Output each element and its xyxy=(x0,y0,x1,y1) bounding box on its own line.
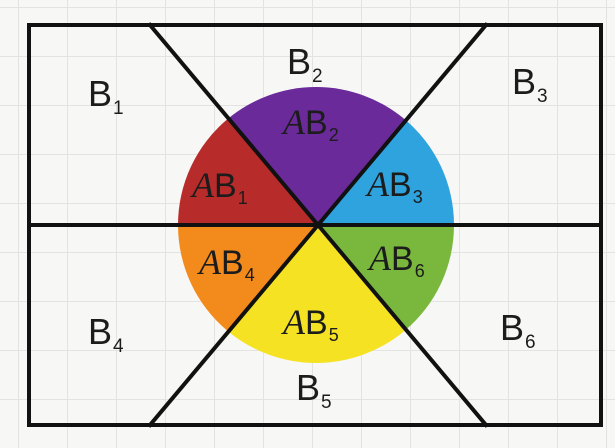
sector-ab2 xyxy=(227,87,405,225)
sector-label-ab6: AB6 xyxy=(367,238,425,281)
region-label-b6: B6 xyxy=(500,307,536,353)
event-a-circle xyxy=(178,87,454,363)
region-labels: B1 B2 B3 B4 B5 B6 xyxy=(88,41,548,413)
sector-label-ab3: AB3 xyxy=(365,164,423,207)
region-label-b2: B2 xyxy=(287,41,323,87)
partition-lines xyxy=(27,22,603,428)
sector-ab6 xyxy=(316,225,454,331)
region-label-b3: B3 xyxy=(512,61,548,107)
sector-ab3 xyxy=(316,119,454,225)
sector-ab1 xyxy=(178,119,316,225)
region-label-b5: B5 xyxy=(296,367,332,413)
divider-b2-b3 xyxy=(147,22,489,428)
sector-label-ab2: AB2 xyxy=(281,102,339,145)
sector-label-ab4: AB4 xyxy=(197,242,255,285)
sector-ab5 xyxy=(227,225,405,363)
sector-labels: AB1 AB2 AB3 AB4 AB5 AB6 xyxy=(190,102,425,345)
sector-ab4 xyxy=(178,225,316,331)
region-label-b4: B4 xyxy=(88,311,124,357)
region-label-b1: B1 xyxy=(88,73,124,119)
sector-label-ab1: AB1 xyxy=(190,165,248,208)
sector-label-ab5: AB5 xyxy=(281,302,339,345)
